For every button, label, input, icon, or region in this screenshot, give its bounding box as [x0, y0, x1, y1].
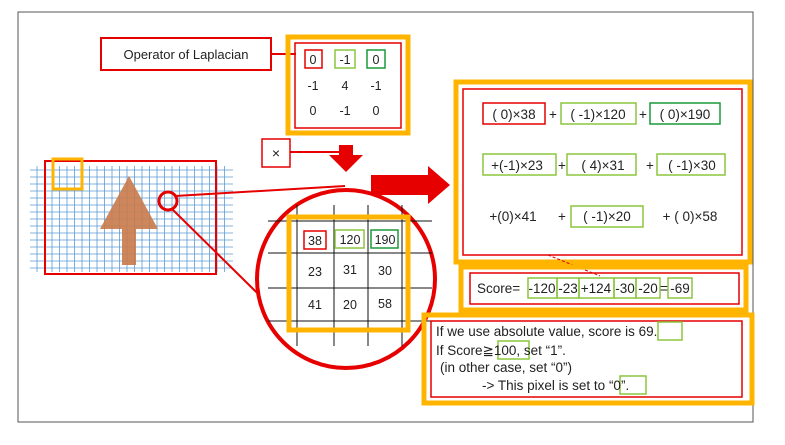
expression-inner-frame — [462, 88, 743, 256]
kernel-cell: 0 — [310, 53, 317, 67]
explanation-outer-frame — [421, 312, 755, 406]
multiply-symbol: × — [272, 145, 280, 161]
operator-label-box — [100, 37, 272, 71]
expr-term: ( 0)×38 — [492, 107, 535, 122]
patch-cell: 30 — [378, 264, 392, 278]
patch-cell: 23 — [308, 265, 322, 279]
zoom-circle — [255, 188, 437, 370]
explanation: If we use absolute value, score is 69. I… — [436, 321, 683, 395]
kernel-inner-frame — [294, 42, 402, 129]
explain-highlight-zero — [619, 375, 647, 395]
explain-highlight-69 — [657, 321, 683, 341]
expr-term: ( 4)×31 — [581, 158, 624, 173]
score-term: -120 — [528, 281, 555, 296]
kernel-cell: 0 — [310, 104, 317, 118]
score-label: Score= — [477, 281, 520, 296]
expr-box-green — [560, 102, 637, 125]
kernel-cell: 0 — [373, 104, 380, 118]
expr-op: + — [549, 107, 557, 122]
kernel-cell: 0 — [373, 53, 380, 67]
expr-op: + — [558, 209, 566, 224]
score-result: -69 — [670, 281, 690, 296]
score-outer-frame — [458, 264, 749, 313]
explain-highlight-100 — [497, 340, 530, 360]
down-arrow-icon — [329, 145, 363, 172]
kernel-highlight-red — [304, 49, 323, 69]
operator-label: Operator of Laplacian — [123, 47, 248, 62]
score-result-box — [667, 277, 693, 299]
score-equals: = — [660, 281, 668, 296]
kernel-cell: -1 — [339, 104, 350, 118]
patch-cell: 120 — [340, 233, 361, 247]
focus-circle — [157, 190, 179, 212]
score-term: -30 — [615, 281, 635, 296]
explain-line-3: (in other case, set “0”) — [440, 360, 572, 375]
patch-matrix: 38 120 190 23 31 30 41 20 58 — [303, 229, 399, 312]
outer-frame — [17, 11, 754, 423]
kernel-cell: -1 — [370, 79, 381, 93]
expression-outer-frame — [453, 79, 753, 265]
right-arrow-icon — [371, 166, 450, 204]
sliding-window-icon — [51, 157, 84, 191]
explain-line-1: If we use absolute value, score is 69. — [436, 324, 657, 339]
up-arrow-icon — [100, 176, 158, 265]
patch-highlight-darkgreen — [370, 229, 399, 249]
expr-op: + — [639, 107, 647, 122]
expr-box-green — [656, 153, 726, 176]
patch-cell: 31 — [343, 263, 357, 277]
expr-term: ( -1)×20 — [583, 209, 631, 224]
kernel-matrix: 0 -1 0 -1 4 -1 0 -1 0 — [304, 49, 386, 118]
zoom-line-top — [174, 185, 346, 197]
expr-term: ( -1)×120 — [570, 107, 625, 122]
expr-term: ( -1)×30 — [668, 158, 716, 173]
explain-line-4: -> This pixel is set to “0”. — [482, 378, 629, 393]
kernel-highlight-darkgreen — [366, 49, 386, 69]
score-term-box — [635, 277, 661, 299]
patch-highlight-green — [334, 229, 365, 249]
expr-term: + ( 0)×58 — [663, 209, 718, 224]
kernel-cell: -1 — [307, 79, 318, 93]
expr-term: ( 0)×190 — [660, 107, 711, 122]
score-inner-frame — [469, 272, 740, 305]
explain-line-2: If Score≧100, set “1”. — [436, 343, 566, 358]
expr-term: +(0)×41 — [489, 209, 536, 224]
patch-grid-lines — [268, 205, 432, 346]
expr-box-red — [482, 102, 546, 125]
patch-highlight-red — [303, 230, 327, 250]
expr-op: + — [558, 158, 566, 173]
kernel-highlight-green — [334, 49, 356, 69]
patch-cell: 38 — [308, 234, 322, 248]
image-frame — [44, 160, 217, 275]
patch-cell: 58 — [378, 297, 392, 311]
kernel-cell: -1 — [339, 53, 350, 67]
expr-op: + — [646, 158, 654, 173]
explanation-inner-frame — [430, 320, 743, 398]
score-term: +124 — [581, 281, 612, 296]
kernel-cell: 4 — [342, 79, 349, 93]
expr-box-green — [570, 205, 644, 228]
score-term: -20 — [638, 281, 658, 296]
patch-cell: 41 — [308, 298, 322, 312]
patch-cell: 190 — [375, 233, 396, 247]
expr-box-green — [566, 153, 637, 176]
expr-box-darkgreen — [649, 102, 721, 125]
expr-box-green — [482, 153, 557, 176]
kernel-outer-frame — [285, 34, 411, 136]
patch-window-frame — [286, 214, 411, 333]
patch-cell: 20 — [343, 298, 357, 312]
multiply-box — [261, 138, 291, 168]
score-line: Score= -120 -23 +124 -30 -20 = -69 — [477, 277, 693, 299]
expr-term: +(-1)×23 — [491, 158, 543, 173]
expression: ( 0)×38 + ( -1)×120 + ( 0)×190 +(-1)×23 … — [482, 102, 726, 228]
image-grid — [30, 166, 233, 272]
score-term: -23 — [558, 281, 578, 296]
